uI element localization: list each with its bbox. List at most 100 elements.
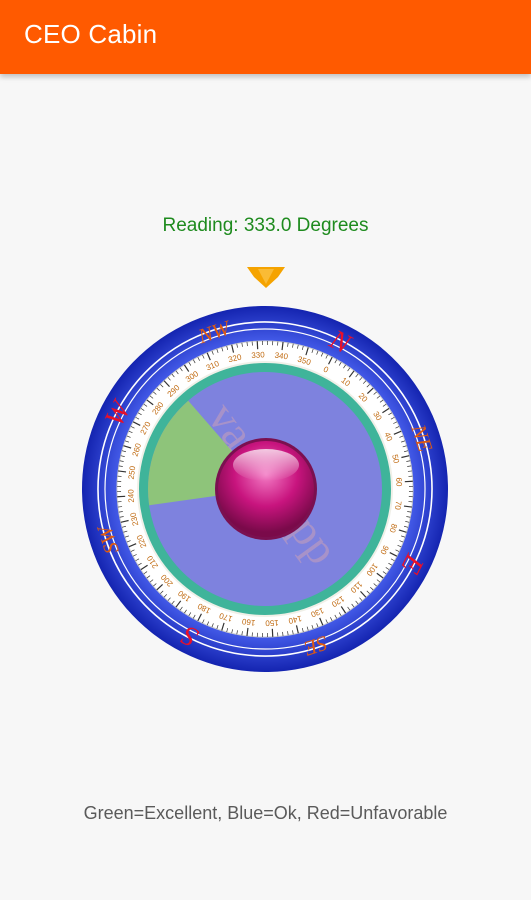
degree-tick bbox=[126, 540, 131, 543]
degree-tick bbox=[373, 391, 377, 395]
degree-tick bbox=[404, 450, 409, 453]
degree-tick bbox=[390, 416, 395, 420]
degree-tick bbox=[160, 590, 164, 594]
degree-tick bbox=[153, 583, 157, 587]
compass-dial[interactable]: 0102030405060708090100110120130140150160… bbox=[0, 262, 531, 682]
degree-tick bbox=[395, 426, 400, 429]
degree-tick bbox=[389, 552, 398, 557]
degree-tick bbox=[206, 352, 211, 361]
degree-tick bbox=[379, 399, 384, 403]
degree-tick bbox=[132, 554, 137, 557]
reading-text: Reading: 333.0 Degrees bbox=[162, 215, 369, 236]
degree-tick bbox=[256, 341, 259, 350]
degree-tick bbox=[311, 348, 314, 353]
degree-tick bbox=[382, 571, 387, 575]
degree-tick bbox=[211, 623, 214, 628]
degree-tick bbox=[120, 519, 129, 523]
degree-tick bbox=[118, 506, 123, 508]
degree-tick bbox=[401, 440, 406, 443]
degree-tick bbox=[397, 544, 402, 548]
pink-knob-icon[interactable] bbox=[215, 438, 317, 540]
degree-tick bbox=[403, 505, 412, 508]
degree-tick bbox=[130, 426, 135, 429]
degree-tick bbox=[118, 511, 123, 513]
degree-tick bbox=[167, 377, 171, 381]
degree-tick bbox=[149, 579, 154, 583]
degree-tick bbox=[128, 543, 137, 548]
degree-label: 170 bbox=[218, 611, 234, 624]
degree-tick bbox=[362, 380, 367, 384]
degree-tick bbox=[388, 562, 393, 566]
outer-ring-line-inner bbox=[104, 328, 426, 650]
degree-tick bbox=[287, 342, 289, 347]
degree-label: 150 bbox=[265, 618, 279, 628]
degree-tick bbox=[246, 342, 248, 347]
degree-tick bbox=[124, 440, 129, 443]
degree-tick bbox=[262, 632, 263, 637]
degree-tick bbox=[149, 395, 154, 399]
legend-text: Green=Excellent, Blue=Ok, Red=Unfavorabl… bbox=[83, 803, 448, 823]
degree-tick bbox=[282, 631, 284, 636]
degree-tick bbox=[292, 630, 294, 635]
degree-tick bbox=[226, 345, 229, 350]
degree-tick bbox=[118, 470, 127, 473]
degree-tick bbox=[393, 430, 402, 435]
degree-tick bbox=[328, 356, 333, 365]
degree-tick bbox=[184, 609, 187, 614]
degree-tick bbox=[406, 516, 411, 518]
degree-tick bbox=[183, 364, 190, 372]
degree-label: 0 bbox=[322, 365, 331, 375]
degree-tick bbox=[211, 350, 214, 355]
degree-tick bbox=[262, 341, 263, 346]
down-arrow-icon bbox=[247, 267, 285, 288]
degree-tick bbox=[179, 367, 183, 372]
degree-tick bbox=[295, 625, 299, 634]
degree-tick bbox=[146, 575, 151, 579]
degree-tick bbox=[287, 631, 289, 636]
degree-tick bbox=[206, 621, 210, 626]
degree-tick bbox=[297, 344, 299, 349]
degree-tick bbox=[407, 465, 412, 467]
degree-tick bbox=[277, 632, 279, 637]
degree-tick bbox=[143, 571, 148, 575]
degree-tick bbox=[202, 354, 205, 359]
degree-tick bbox=[343, 364, 346, 369]
degree-tick bbox=[401, 455, 410, 459]
degree-tick bbox=[156, 584, 164, 591]
degree-label: 70 bbox=[393, 500, 403, 510]
degree-tick bbox=[192, 614, 196, 619]
degree-tick bbox=[325, 354, 328, 359]
degree-tick bbox=[301, 628, 304, 633]
degree-label: 160 bbox=[241, 617, 256, 628]
degree-tick bbox=[385, 567, 390, 570]
degree-tick bbox=[236, 343, 238, 348]
app-bar: CEO Cabin bbox=[0, 0, 531, 74]
degree-tick bbox=[117, 486, 122, 487]
degree-tick bbox=[241, 342, 243, 347]
degree-tick bbox=[347, 367, 351, 372]
degree-tick bbox=[143, 403, 148, 407]
degree-tick bbox=[119, 460, 124, 462]
degree-tick bbox=[231, 344, 235, 353]
degree-tick bbox=[376, 395, 381, 399]
degree-tick bbox=[163, 380, 170, 388]
degree-tick bbox=[359, 597, 363, 601]
degree-tick bbox=[267, 632, 268, 637]
degree-tick bbox=[117, 501, 122, 503]
degree-tick bbox=[404, 480, 413, 483]
degree-tick bbox=[246, 627, 249, 636]
degree-tick bbox=[140, 408, 145, 411]
degree-tick bbox=[402, 445, 407, 448]
degree-label: 40 bbox=[382, 431, 394, 443]
degree-tick bbox=[117, 480, 122, 482]
degree-tick bbox=[407, 511, 412, 513]
degree-tick bbox=[130, 549, 135, 552]
degree-tick bbox=[330, 617, 333, 622]
degree-tick bbox=[132, 421, 141, 426]
degree-tick bbox=[226, 628, 229, 633]
degree-tick bbox=[216, 625, 219, 630]
degree-tick bbox=[197, 356, 200, 361]
degree-tick bbox=[388, 412, 393, 416]
degree-tick bbox=[251, 341, 253, 346]
